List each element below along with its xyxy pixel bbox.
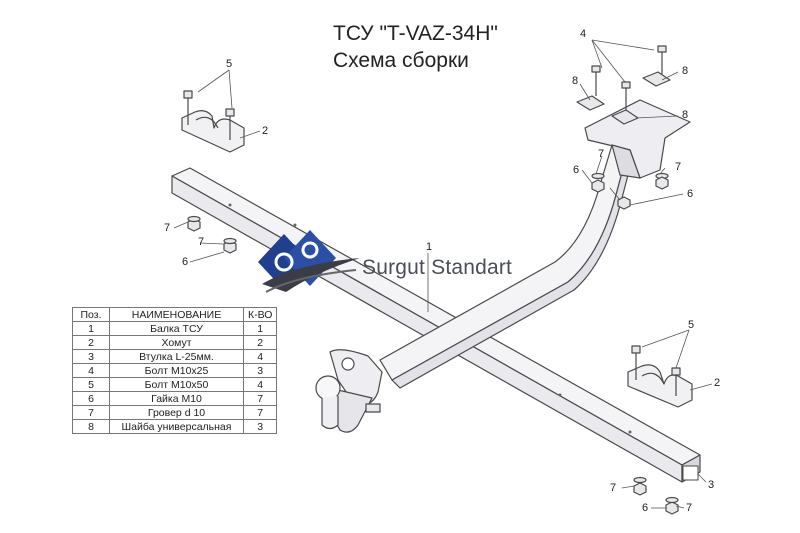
table-header-row: Поз. НАИМЕНОВАНИЕ К-ВО	[72, 307, 278, 322]
callout-8: 8	[682, 109, 689, 121]
cell-position: 2	[72, 335, 110, 350]
cell-position: 5	[72, 377, 110, 392]
callout-7: 7	[164, 222, 171, 234]
callout-8: 8	[682, 65, 689, 77]
cell-quantity: 4	[242, 377, 278, 392]
cell-quantity: 2	[242, 335, 278, 350]
cell-quantity: 3	[242, 363, 278, 378]
column-header-quantity: К-ВО	[242, 307, 278, 322]
tow-ball-assembly	[315, 349, 383, 433]
callout-6: 6	[642, 502, 649, 514]
cell-position: 6	[72, 391, 110, 406]
column-header-position: Поз.	[72, 307, 110, 322]
cell-quantity: 3	[242, 419, 278, 434]
cell-quantity: 7	[242, 391, 278, 406]
cell-name: Болт М10х50	[109, 377, 244, 392]
column-header-name: НАИМЕНОВАНИЕ	[109, 307, 244, 322]
callout-7: 7	[610, 482, 617, 494]
callout-2: 2	[714, 377, 721, 389]
cell-name: Гайка М10	[109, 391, 244, 406]
callout-7: 7	[686, 502, 693, 514]
parts-table: Поз. НАИМЕНОВАНИЕ К-ВО 1 Балка ТСУ 1 2 Х…	[72, 307, 278, 434]
cell-position: 3	[72, 349, 110, 364]
table-row: 2 Хомут 2	[72, 335, 278, 350]
callout-1: 1	[426, 241, 433, 253]
callout-8: 8	[572, 75, 579, 87]
callout-4: 4	[580, 28, 587, 40]
table-row: 8 Шайба универсальная 3	[72, 419, 278, 434]
page-title: ТСУ "T-VAZ-34H"	[333, 22, 498, 45]
table-row: 1 Балка ТСУ 1	[72, 321, 278, 336]
cell-name: Шайба универсальная	[109, 419, 244, 434]
table-row: 6 Гайка М10 7	[72, 391, 278, 406]
cell-quantity: 7	[242, 405, 278, 420]
page-subtitle: Схема сборки	[333, 49, 469, 72]
table-row: 4 Болт М10х25 3	[72, 363, 278, 378]
callout-7: 7	[198, 236, 205, 248]
cell-name: Хомут	[109, 335, 244, 350]
mounting-plate	[576, 45, 691, 179]
cell-position: 1	[72, 321, 110, 336]
callout-2: 2	[262, 125, 269, 137]
callout-3: 3	[708, 479, 715, 491]
callout-7: 7	[675, 161, 682, 173]
cell-name: Болт М10х25	[109, 363, 244, 378]
leader-lines	[173, 39, 713, 509]
cell-name: Втулка L-25мм.	[109, 349, 244, 364]
cell-quantity: 4	[242, 349, 278, 364]
callout-5: 5	[688, 319, 695, 331]
table-row: 7 Гровер d 10 7	[72, 405, 278, 420]
left-clamp	[181, 90, 245, 153]
cell-position: 4	[72, 363, 110, 378]
callout-6: 6	[182, 256, 189, 268]
callout-7: 7	[598, 148, 605, 160]
cell-name: Балка ТСУ	[109, 321, 244, 336]
fasteners	[187, 172, 679, 515]
cell-position: 8	[72, 419, 110, 434]
right-clamp	[627, 345, 693, 408]
brand-name: Surgut Standart	[362, 256, 513, 279]
table-row: 5 Болт М10х50 4	[72, 377, 278, 392]
cell-position: 7	[72, 405, 110, 420]
surgut-standart-logo	[258, 230, 360, 293]
cell-quantity: 1	[242, 321, 278, 336]
cell-name: Гровер d 10	[109, 405, 244, 420]
callout-5: 5	[226, 58, 233, 70]
callout-6: 6	[573, 164, 580, 176]
callout-6: 6	[687, 188, 694, 200]
table-row: 3 Втулка L-25мм. 4	[72, 349, 278, 364]
